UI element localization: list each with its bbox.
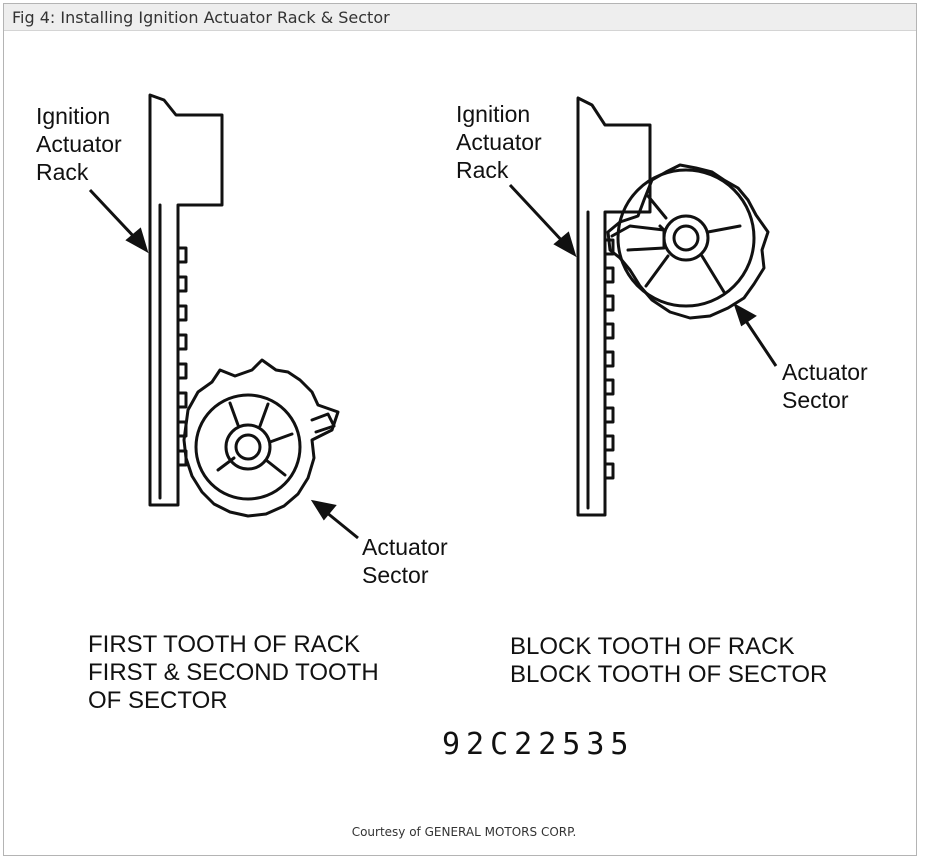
left-rack-label-line3: Rack [36, 159, 89, 185]
left-caption-line1: FIRST TOOTH OF RACK [88, 631, 360, 658]
right-sector-label-line1: Actuator [782, 359, 868, 385]
figure-title-bar: Fig 4: Installing Ignition Actuator Rack… [4, 4, 916, 31]
left-actuator-sector [182, 358, 340, 518]
left-sector-arrow [325, 510, 359, 540]
left-caption-line2: FIRST & SECOND TOOTH [88, 659, 379, 686]
right-ignition-rack [576, 96, 652, 517]
right-sector-arrow [742, 317, 778, 367]
left-sector-label-line2: Sector [362, 562, 429, 588]
right-rack-label-line3: Rack [456, 157, 509, 183]
left-rack-label-line2: Actuator [36, 131, 122, 157]
right-sector-label-line2: Sector [782, 387, 849, 413]
right-rack-arrow [508, 183, 567, 246]
figure-title: Fig 4: Installing Ignition Actuator Rack… [12, 8, 390, 27]
figure-code: 92C22535 [442, 727, 635, 762]
right-caption-line1: BLOCK TOOTH OF RACK [510, 633, 795, 660]
right-sector-arrowhead [733, 302, 757, 327]
right-actuator-sector [606, 163, 770, 320]
right-rack-arrowhead [553, 231, 577, 258]
left-sector-label-line1: Actuator [362, 534, 448, 560]
figure-frame: Fig 4: Installing Ignition Actuator Rack… [3, 3, 917, 856]
left-rack-arrowhead [125, 227, 149, 254]
left-rack-arrow [88, 188, 139, 242]
left-caption-line3: OF SECTOR [88, 687, 228, 714]
left-sector-arrowhead [310, 499, 337, 521]
left-rack-label-line1: Ignition [36, 103, 110, 129]
courtesy-credit: Courtesy of GENERAL MOTORS CORP. [351, 825, 577, 839]
left-ignition-rack [148, 93, 224, 507]
right-caption-line2: BLOCK TOOTH OF SECTOR [510, 661, 827, 688]
right-rack-label-line2: Actuator [456, 129, 542, 155]
right-rack-label-line1: Ignition [456, 101, 530, 127]
